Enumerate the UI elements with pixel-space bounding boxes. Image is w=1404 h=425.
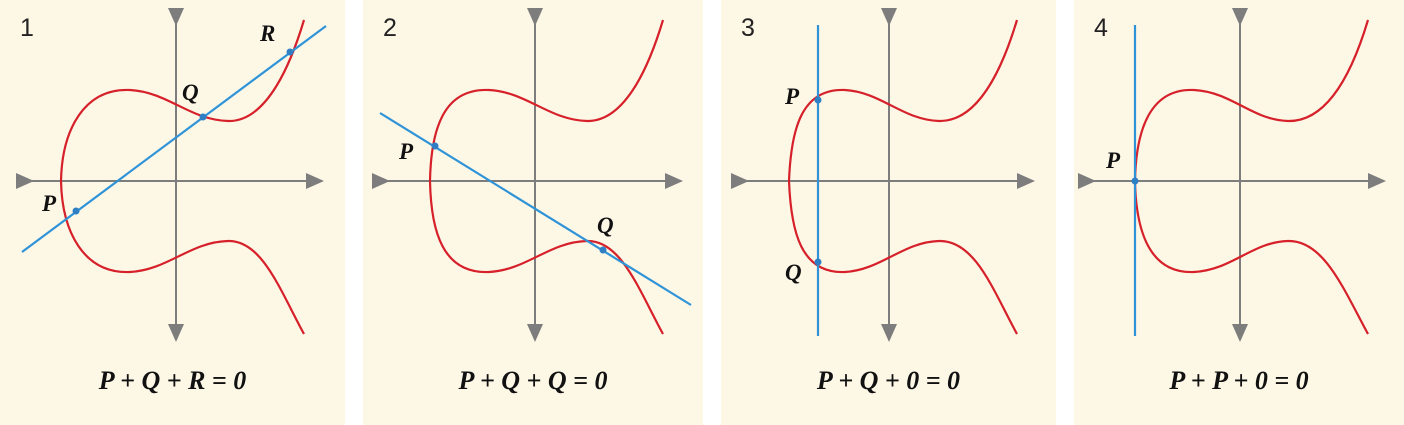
point-p-marker	[72, 207, 80, 215]
point-q-marker	[599, 246, 607, 254]
panel-number: 1	[20, 14, 34, 42]
panel-number: 4	[1094, 14, 1108, 42]
equation-caption: P + Q + R = 0	[98, 366, 247, 395]
point-r-marker	[286, 48, 294, 56]
panel-number: 2	[383, 14, 397, 42]
point-p-label: P	[1105, 148, 1121, 173]
elliptic-curve	[787, 19, 1019, 335]
point-q-marker	[199, 113, 207, 121]
point-p-label: P	[398, 139, 414, 164]
elliptic-curve-diagram-2: P Q	[372, 8, 692, 342]
equation-caption: P + Q + Q = 0	[458, 366, 608, 395]
point-p-marker	[1131, 177, 1139, 185]
panel-4: P 4 P + P + 0 = 0	[1074, 0, 1404, 425]
point-q-label: Q	[785, 260, 802, 285]
point-q-label: Q	[182, 80, 199, 105]
elliptic-curve-diagram-1: P Q R	[16, 8, 327, 342]
elliptic-curve	[59, 19, 306, 335]
point-p-label: P	[41, 191, 57, 216]
elliptic-curve-diagram-3: P Q	[731, 8, 1035, 342]
point-r-label: R	[259, 21, 275, 46]
elliptic-curve	[428, 19, 665, 335]
point-q-label: Q	[597, 213, 614, 238]
panel-1: P Q R 1 P + Q + R = 0	[0, 0, 345, 425]
point-p-marker	[431, 142, 439, 150]
elliptic-curve-diagram-4: P	[1078, 8, 1386, 342]
point-p-marker	[814, 96, 822, 104]
point-p-label: P	[784, 84, 800, 109]
panel-number: 3	[741, 14, 755, 42]
panel-2: P Q 2 P + Q + Q = 0	[363, 0, 703, 425]
elliptic-curve	[1133, 19, 1370, 335]
equation-caption: P + P + 0 = 0	[1169, 366, 1309, 395]
equation-caption: P + Q + 0 = 0	[816, 366, 961, 395]
panel-3: P Q 3 P + Q + 0 = 0	[721, 0, 1056, 425]
secant-line	[21, 25, 327, 253]
point-q-marker	[814, 258, 822, 266]
